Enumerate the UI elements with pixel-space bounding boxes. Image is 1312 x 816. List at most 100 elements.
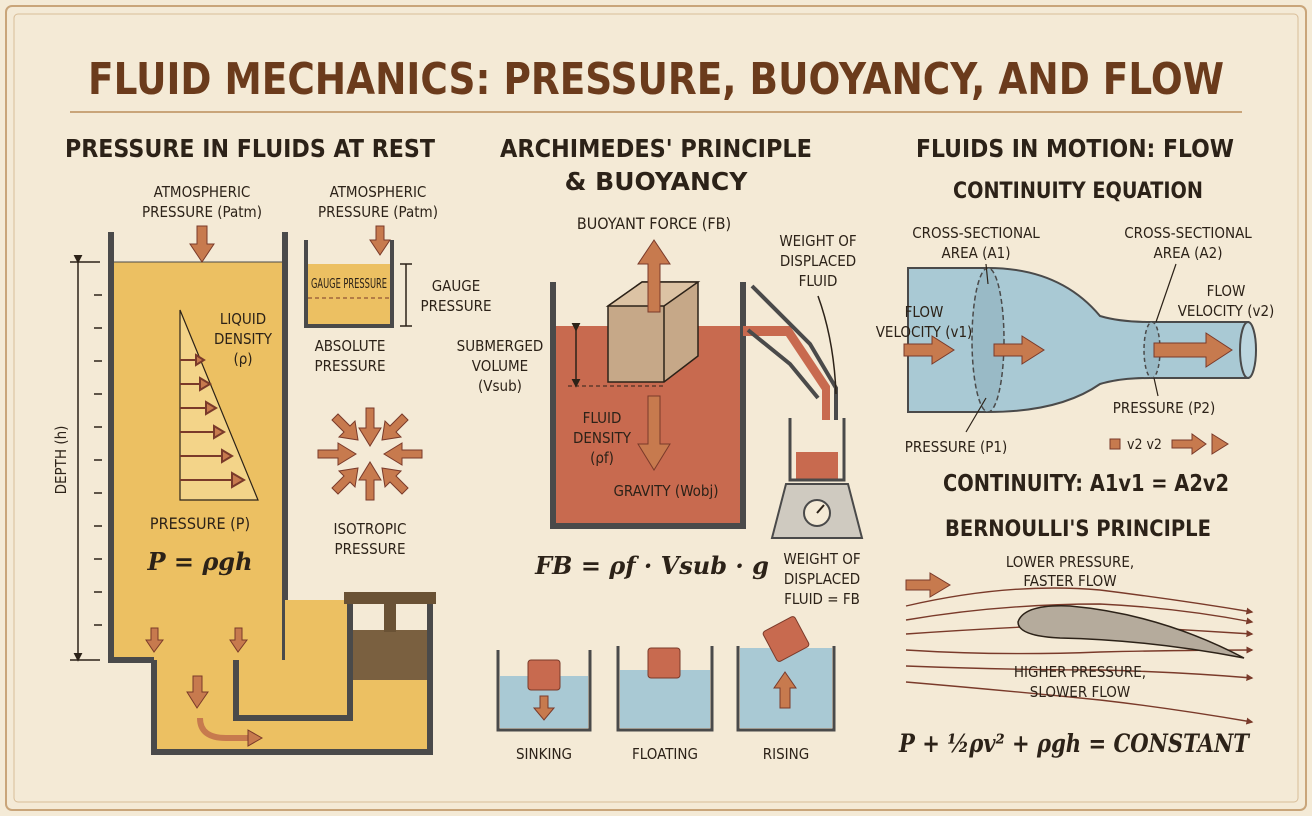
velocity-arrow-mid [993, 335, 1045, 365]
tank-walls [108, 232, 288, 663]
higher-pressure-2: SLOWER FLOW [1030, 683, 1130, 701]
section-a1 [971, 267, 1005, 413]
rising-beaker [736, 646, 836, 732]
density-label-2: DENSITY [214, 330, 273, 348]
submerged-label-2: VOLUME [472, 357, 528, 375]
bernoulli-input-arrow [905, 572, 951, 598]
spout-walls [746, 284, 838, 420]
streamlines [905, 587, 1254, 725]
main-title: FLUID MECHANICS: PRESSURE, BUOYANCY, AND… [88, 54, 1224, 105]
lower-pressure-2: FASTER FLOW [1023, 572, 1116, 590]
overflow-spout [743, 326, 830, 420]
velocity-arrow-in [903, 335, 955, 365]
density-label-1: LIQUID [220, 310, 266, 328]
area1-label-2: AREA (A1) [942, 244, 1011, 262]
inner-border [13, 13, 1299, 803]
gauge-liquid [308, 264, 390, 324]
fluid-density-label-2: DENSITY [573, 429, 632, 447]
gravity-arrow [637, 395, 671, 471]
floating-water [620, 670, 710, 728]
bernoulli-formula: P + ½ρv² + ρgh = CONSTANT [898, 729, 1251, 758]
legend-label: v2 v2 [1127, 437, 1162, 453]
weight-bottom-1: WEIGHT OF [783, 550, 860, 568]
weight-bottom-3: FLUID = FB [784, 590, 860, 608]
isotropic-label-1: ISOTROPIC [334, 520, 407, 538]
pipe-walls [151, 602, 433, 755]
submerged-label-3: (Vsub) [478, 377, 522, 395]
pressure-heading: PRESSURE IN FLUIDS AT REST [65, 134, 435, 163]
area2-pointer [1155, 263, 1177, 323]
absolute-label-1: ABSOLUTE [315, 337, 386, 355]
floating-block [647, 647, 681, 679]
rising-block [762, 616, 810, 662]
state-sinking: SINKING [516, 745, 572, 763]
legend-square [1109, 438, 1121, 450]
pressure-p-label: PRESSURE (P) [150, 514, 250, 533]
weight-top-1: WEIGHT OF [779, 232, 856, 250]
atm-arrow [189, 225, 215, 263]
floating-beaker [616, 646, 714, 732]
fluid-density-label-1: FLUID [583, 409, 622, 427]
displaced-fluid [796, 452, 838, 480]
atm-small-arrow [369, 225, 391, 256]
velocity-arrow-out [1153, 332, 1233, 368]
rising-arrow [773, 671, 797, 709]
pipe-flow-arrow [197, 717, 250, 741]
gravity-label: GRAVITY (Wobj) [613, 482, 718, 500]
sinking-arrow [532, 695, 556, 721]
continuity-heading: CONTINUITY EQUATION [953, 179, 1203, 204]
weight-top-3: FLUID [799, 272, 838, 290]
density-label-3: (ρ) [233, 350, 252, 368]
submerged-label-1: SUBMERGED [457, 337, 544, 355]
piston-head [353, 630, 427, 680]
scale-needle [816, 504, 825, 514]
pressure-formula: P = ρgh [146, 547, 252, 576]
sinking-block [527, 659, 561, 691]
pressure1-pointer [965, 397, 987, 433]
pressure1-label: PRESSURE (P1) [905, 438, 1008, 456]
sinking-beaker [496, 650, 592, 732]
pipe-liquid [154, 600, 430, 752]
buoyant-force-label: BUOYANT FORCE (FB) [577, 214, 731, 233]
legend-triangle [1211, 433, 1229, 455]
buoyancy-formula: FB = ρf · Vsub · g [534, 551, 769, 580]
weight-pointer [817, 295, 837, 395]
state-floating: FLOATING [632, 745, 698, 763]
piston-rod [384, 600, 396, 632]
depth-ticks [70, 261, 102, 661]
isotropic-label-2: PRESSURE [335, 540, 406, 558]
outer-border [5, 5, 1307, 811]
catch-beaker [788, 418, 846, 482]
buoyancy-heading-2: & BUOYANCY [565, 167, 749, 196]
airfoil [1017, 605, 1245, 659]
bottom-arrows [145, 627, 248, 709]
legend-arrow [1171, 433, 1207, 455]
isotropic-arrows [317, 407, 423, 501]
state-rising: RISING [763, 745, 809, 763]
piston-handle [344, 592, 436, 604]
area2-label-1: CROSS-SECTIONAL [1124, 224, 1252, 242]
weight-top-2: DISPLACED [780, 252, 856, 270]
gauge-label-1: GAUGE [432, 277, 481, 295]
flow-heading: FLUIDS IN MOTION: FLOW [916, 134, 1234, 163]
depth-label: DEPTH (h) [52, 426, 70, 495]
buoyancy-heading-1: ARCHIMEDES' PRINCIPLE [500, 134, 812, 163]
area2-label-2: AREA (A2) [1154, 244, 1223, 262]
pressure2-label: PRESSURE (P2) [1113, 399, 1216, 417]
atm-label-line-2: PRESSURE (Patm) [142, 203, 262, 221]
pressure2-pointer [1153, 377, 1159, 397]
velocity2-label-1: FLOW [1207, 282, 1246, 300]
atm-small-line-2: PRESSURE (Patm) [318, 203, 438, 221]
gauge-inside-label: GAUGE PRESSURE [311, 277, 387, 292]
bernoulli-heading: BERNOULLI'S PRINCIPLE [945, 517, 1211, 542]
higher-pressure-1: HIGHER PRESSURE, [1014, 663, 1146, 681]
pipe-outlet [1239, 321, 1257, 379]
weight-bottom-2: DISPLACED [784, 570, 860, 588]
pressure-arrows [180, 353, 246, 489]
pipe-flow-arrowhead [247, 729, 264, 747]
gauge-label-2: PRESSURE [421, 297, 492, 315]
velocity1-label-2: VELOCITY (v1) [876, 323, 973, 341]
absolute-label-2: PRESSURE [315, 357, 386, 375]
